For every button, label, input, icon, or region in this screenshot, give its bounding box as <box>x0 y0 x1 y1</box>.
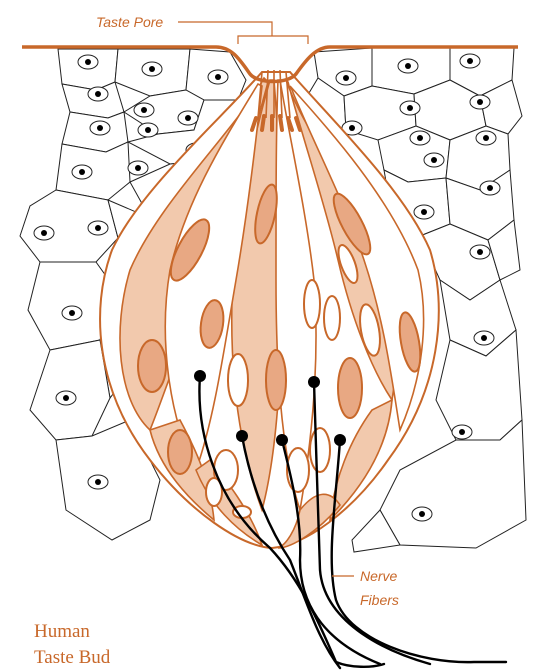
epithelial-nucleolus <box>95 225 101 231</box>
epithelial-nucleolus <box>85 59 91 65</box>
epithelial-nucleolus <box>477 249 483 255</box>
epithelial-nucleolus <box>343 75 349 81</box>
epithelial-nucleolus <box>95 91 101 97</box>
epithelial-nucleolus <box>487 185 493 191</box>
taste-pore-label-group <box>178 22 308 44</box>
epithelial-nucleolus <box>69 310 75 316</box>
epithelial-nucleolus <box>41 230 47 236</box>
epithelial-nucleolus <box>149 66 155 72</box>
epithelial-nucleolus <box>405 63 411 69</box>
epithelial-nucleolus <box>141 107 147 113</box>
epithelial-nucleolus <box>135 165 141 171</box>
epithelial-nucleolus <box>467 58 473 64</box>
epithelial-nucleolus <box>419 511 425 517</box>
epithelial-nucleolus <box>421 209 427 215</box>
epithelial-nucleolus <box>349 125 355 131</box>
nerve-fibers-label-line1: Nerve <box>360 568 398 584</box>
diagram-title-line2: Taste Bud <box>34 647 111 668</box>
epithelial-nucleolus <box>185 115 191 121</box>
epithelial-nucleolus <box>483 135 489 141</box>
epithelial-nucleolus <box>407 105 413 111</box>
epithelial-nucleolus <box>215 74 221 80</box>
epithelial-nucleolus <box>145 127 151 133</box>
epithelial-nucleolus <box>459 429 465 435</box>
epithelial-nucleolus <box>79 169 85 175</box>
taste-pore-label: Taste Pore <box>96 14 163 30</box>
epithelial-nucleolus <box>95 479 101 485</box>
nerve-fibers-label-line2: Fibers <box>360 592 399 608</box>
diagram-title-line1: Human <box>34 621 90 642</box>
epithelial-nucleolus <box>481 335 487 341</box>
epithelial-nucleolus <box>477 99 483 105</box>
epithelial-nucleolus <box>97 125 103 131</box>
epithelial-nucleolus <box>63 395 69 401</box>
epithelial-nucleolus <box>417 135 423 141</box>
epithelial-nucleolus <box>431 157 437 163</box>
